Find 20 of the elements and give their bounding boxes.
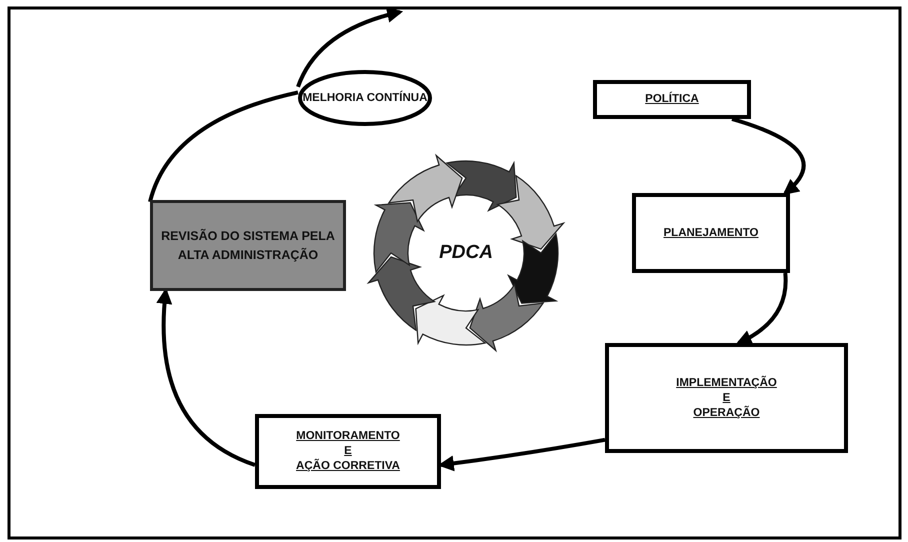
process-box	[593, 80, 751, 119]
review-box	[150, 200, 346, 291]
arrow	[296, 7, 404, 88]
node-label: REVISÃO DO SISTEMA PELA ALTA ADMINISTRAÇÃO	[160, 228, 336, 264]
connector-line	[148, 90, 298, 202]
arrow	[731, 117, 806, 196]
node-label: E	[722, 390, 730, 406]
process-box	[255, 414, 441, 489]
node-label: MONITORAMENTO	[296, 429, 400, 444]
arrow	[736, 272, 788, 345]
node-label: PDCA	[439, 242, 493, 264]
node-label: MELHORIA CONTÍNUA	[302, 92, 428, 104]
node-label: POLÍTICA	[645, 92, 699, 107]
node-label: OPERAÇÃO	[693, 406, 760, 420]
node-label: E	[344, 444, 352, 459]
node-label: IMPLEMENTAÇÃO	[676, 376, 777, 390]
node-label: PLANEJAMENTO	[664, 226, 758, 240]
process-box	[605, 343, 848, 453]
node-label: AÇÃO CORRETIVA	[296, 459, 400, 474]
process-box	[632, 193, 790, 273]
